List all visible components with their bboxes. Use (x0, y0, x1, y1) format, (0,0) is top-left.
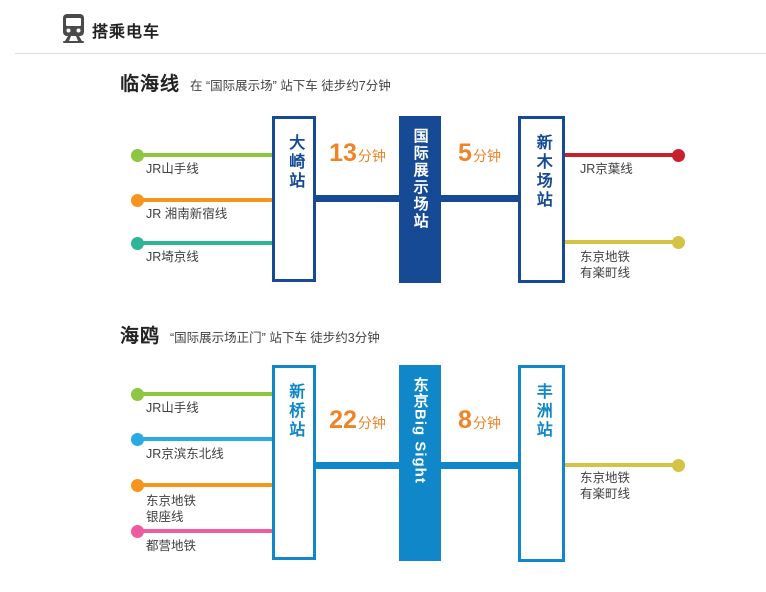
line-label: 东京地铁 有楽町线 (580, 470, 630, 502)
line-label-row: 有楽町线 (580, 266, 631, 280)
line-label: JR山手线 (146, 401, 199, 415)
travel-time-value: 8 (458, 406, 472, 434)
train-icon (63, 14, 84, 43)
line-terminal-dot (131, 388, 144, 401)
section-title-text: 临海线 (120, 74, 181, 95)
route-connector (314, 195, 401, 202)
line-jr-keiyo (563, 153, 678, 157)
page-title: 搭乘电车 (92, 24, 161, 41)
line-jr-saikyo (137, 241, 274, 245)
line-label: 东京地铁 有楽町线 (580, 249, 630, 281)
line-terminal-dot (672, 149, 685, 162)
section-subtitle-text: “国际展示场正门” 站下车 徒步约3分钟 (170, 331, 380, 345)
line-terminal-dot (131, 479, 144, 492)
section-yurikamome-title: 海鸥 “国际展示场正门” 站下车 徒步约3分钟 (120, 321, 380, 348)
station-shin-kiba: 新木场站 (518, 116, 565, 283)
line-label-row: 有楽町线 (580, 487, 631, 501)
line-terminal-dot (131, 433, 144, 446)
line-label-row: 银座线 (146, 510, 184, 524)
travel-time-unit: 分钟 (472, 415, 501, 431)
line-label: JR埼京线 (146, 250, 199, 264)
travel-time-value: 22 (329, 406, 357, 434)
travel-time-value: 13 (329, 139, 357, 167)
line-terminal-dot (672, 459, 685, 472)
station-name: 大崎站 (286, 134, 304, 191)
station-osaki: 大崎站 (272, 116, 316, 282)
line-jr-shonan-shinjuku (137, 198, 274, 202)
travel-time-unit: 分钟 (357, 148, 386, 164)
line-jr-keihin-tohoku (137, 437, 274, 441)
line-terminal-dot (131, 149, 144, 162)
section-subtitle-text: 在 “国际展示场” 站下车 徒步约7分钟 (190, 79, 391, 93)
line-terminal-dot (131, 237, 144, 250)
line-jr-yamanote-2 (137, 392, 274, 396)
line-label: JR京葉线 (580, 162, 633, 176)
line-label: 东京地铁 银座线 (146, 493, 196, 525)
line-terminal-dot (672, 236, 685, 249)
travel-time-unit: 分钟 (472, 148, 501, 164)
route-connector (441, 195, 518, 202)
station-kokusai-tenjijo: 国际展示场站 (399, 116, 441, 283)
station-name: 丰洲站 (533, 383, 551, 440)
route-connector (441, 462, 518, 469)
line-toei-subway (137, 529, 274, 533)
station-name: 新桥站 (286, 383, 304, 440)
travel-time-unit: 分钟 (357, 415, 386, 431)
station-name: 新木场站 (533, 134, 551, 210)
line-label: 都营地铁 (146, 539, 197, 553)
section-title-text: 海鸥 (120, 326, 161, 347)
line-label: JR京滨东北线 (146, 447, 224, 461)
line-terminal-dot (131, 525, 144, 538)
line-metro-ginza (137, 483, 274, 487)
line-label-row: 东京地铁 (580, 250, 631, 264)
line-label: JR 湘南新宿线 (146, 207, 228, 221)
line-jr-yamanote (137, 153, 274, 157)
station-shimbashi: 新桥站 (272, 365, 316, 560)
station-tokyo-big-sight: 东京Big Sight (399, 365, 441, 561)
travel-time-value: 5 (458, 139, 472, 167)
line-terminal-dot (131, 194, 144, 207)
route-connector (314, 462, 401, 469)
line-metro-yurakucho-2 (563, 463, 678, 467)
station-name: 东京Big Sight (411, 377, 429, 484)
line-label-row: 东京地铁 (146, 494, 197, 508)
header-divider (15, 53, 766, 54)
station-name: 国际展示场站 (411, 128, 429, 230)
line-metro-yurakucho (563, 240, 678, 244)
line-label-row: 东京地铁 (580, 471, 631, 485)
section-rinkai-title: 临海线 在 “国际展示场” 站下车 徒步约7分钟 (120, 69, 391, 96)
station-toyosu: 丰洲站 (518, 365, 565, 562)
line-label: JR山手线 (146, 162, 199, 176)
